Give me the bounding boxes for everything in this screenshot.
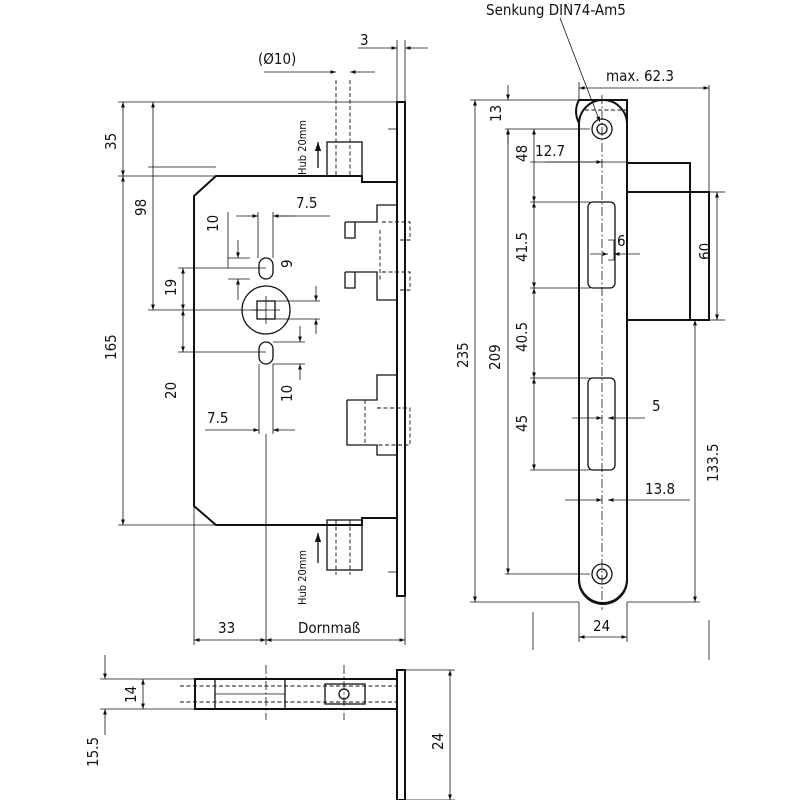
case-section [194, 678, 398, 710]
dim-133-5: 133.5 [704, 443, 722, 482]
dim-20: 20 [162, 382, 180, 399]
lock-case-outline [193, 175, 398, 526]
dim-10-upper: 10 [204, 215, 222, 232]
max-width-label: max. 62.3 [606, 67, 674, 85]
dim-13-8: 13.8 [645, 480, 675, 498]
dim-14: 14 [122, 686, 140, 703]
front-labels: (Ø10) 3 35 98 165 19 20 10 7.5 9 10 7.5 … [102, 31, 369, 637]
upper-screw-hole [258, 257, 274, 280]
strike-labels: Senkung DIN74-Am5 max. 62.3 13 48 12.7 4… [454, 1, 722, 635]
front-dimensions [118, 40, 428, 645]
dim-19: 19 [162, 279, 180, 296]
strike-dimensions [470, 17, 725, 660]
dim-235: 235 [454, 342, 472, 368]
latch-slot [587, 201, 616, 289]
dim-45: 45 [513, 415, 531, 432]
dim-13: 13 [487, 105, 505, 122]
dim-10-lower: 10 [278, 385, 296, 402]
bottom-labels: 14 15.5 24 [84, 686, 447, 767]
dim-24-top: 24 [593, 617, 610, 635]
dim-98: 98 [132, 199, 150, 216]
dim-165: 165 [102, 334, 120, 360]
faceplate-section [396, 669, 406, 800]
dim-15-5: 15.5 [84, 737, 102, 767]
dim-3: 3 [360, 31, 369, 49]
dim-33: 33 [218, 619, 235, 637]
latch-bolt [344, 204, 397, 239]
lower-screw-hole [258, 341, 274, 365]
senkung-label: Senkung DIN74-Am5 [486, 1, 626, 19]
hub-top-label: Hub 20mm [296, 120, 309, 175]
dim-24-bottom: 24 [429, 733, 447, 750]
faceplate-side-view [575, 95, 710, 610]
strike-plate [578, 99, 628, 604]
dim-12-7: 12.7 [535, 142, 565, 160]
bottom-section-view [100, 655, 455, 800]
dead-bolt [346, 374, 397, 456]
dim-5: 5 [652, 397, 661, 415]
dim-41-5: 41.5 [513, 232, 531, 262]
lock-body-front [193, 80, 411, 597]
faceplate-front [396, 101, 406, 597]
bore-label: (Ø10) [258, 50, 296, 68]
dim-209: 209 [486, 344, 504, 370]
dim-9: 9 [278, 259, 296, 268]
dornmass-label: Dornmaß [298, 619, 360, 637]
dim-35: 35 [102, 133, 120, 150]
dim-48: 48 [513, 145, 531, 162]
dim-6: 6 [617, 232, 626, 250]
dim-7-5-upper: 7.5 [296, 194, 317, 212]
dim-7-5-lower: 7.5 [207, 409, 228, 427]
bolt-slot [587, 377, 616, 471]
dim-40-5: 40.5 [513, 322, 531, 352]
dim-60: 60 [696, 243, 714, 260]
hub-bottom-label: Hub 20mm [296, 550, 309, 605]
